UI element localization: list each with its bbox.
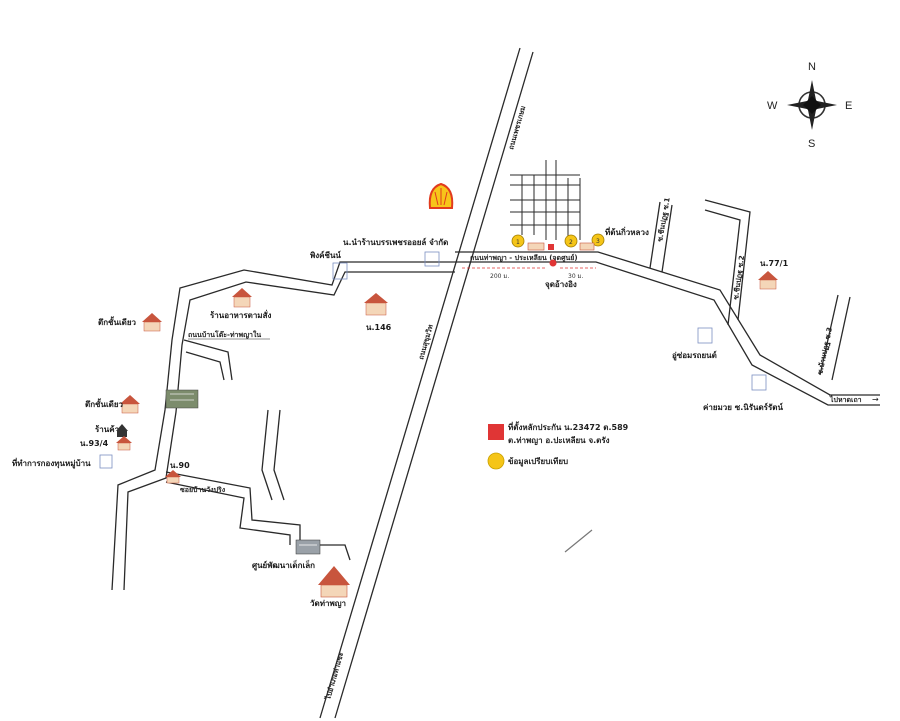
- compass-rose: N S E W: [767, 61, 852, 150]
- legend-site-line2: ต.ท่าพญา อ.ปะเหลียน จ.ตรัง: [508, 435, 610, 446]
- compass-n: N: [808, 61, 816, 73]
- restaurant-house-icon: [232, 288, 252, 308]
- label-pingkhin: พิงค์ชีนน์: [310, 250, 341, 260]
- shophouse-1-icon: [142, 313, 162, 332]
- road-label-village: ถนนบ้านโต๊ะ-ท่าพญาใน: [188, 330, 261, 339]
- west-road-network: [111, 261, 455, 591]
- reference-point-icon: [549, 259, 557, 267]
- school-building-icon: [165, 389, 199, 409]
- road-label-wangpring: ซอยบ้านวังปริง: [180, 485, 226, 494]
- house-93-icon: [116, 436, 132, 451]
- svg-text:2: 2: [569, 239, 573, 246]
- shop-icon: [116, 424, 128, 437]
- scan-artifact: [564, 529, 593, 553]
- shophouse-2-icon: [120, 395, 140, 414]
- road-label-east-end: ไปหาดเถา: [829, 395, 862, 404]
- label-shop: ร้านค้า: [95, 424, 119, 434]
- label-child-center: ศูนย์พัฒนาเด็กเล็ก: [252, 559, 315, 571]
- pingkhin-icon: [332, 262, 348, 280]
- house-146-icon: [364, 293, 388, 316]
- compass-s: S: [808, 138, 815, 150]
- comparable-marker-3[interactable]: 3: [591, 233, 605, 247]
- building-grid: [510, 160, 581, 240]
- label-shophouse-1: ตึกชั้นเดียว: [98, 316, 137, 327]
- main-highway: [319, 47, 534, 719]
- label-motor-shop: อู่ซ่อมรถยนต์: [672, 350, 717, 361]
- label-restaurant: ร้านอาหารตามสั่ง: [210, 309, 271, 320]
- label-house-93: น.93/4: [80, 439, 109, 448]
- label-boxing: ค่ายมวย ซ.นิรันดร์รัตน์: [703, 402, 783, 412]
- label-shophouse-2: ตึกชั้นเดียว: [85, 398, 124, 409]
- motor-shop-icon: [697, 327, 713, 344]
- svg-text:3: 3: [596, 238, 600, 245]
- distance-label-1: 200 ม.: [490, 273, 509, 280]
- cross-road: [455, 251, 880, 406]
- compass-w: W: [767, 100, 778, 112]
- distance-indicator: 200 ม. 30 ม.: [462, 267, 596, 280]
- label-shell-station: น.นำร้านบรรเพชรออยล์ จำกัด: [343, 237, 448, 247]
- label-temple-top: ที่ต้นกิ่วหลวง: [605, 226, 649, 237]
- east-arrow-icon: →: [872, 395, 879, 404]
- svg-text:1: 1: [516, 239, 520, 246]
- shophouse-row-icon: [527, 242, 595, 251]
- label-house-77: น.77/1: [760, 259, 789, 268]
- map-legend: ที่ตั้งหลักประกัน น.23472 ต.589 ต.ท่าพญา…: [487, 421, 629, 470]
- compass-e: E: [845, 100, 852, 112]
- boxing-icon: [751, 374, 767, 391]
- road-label-cross: ถนนท่าพญา - ประเหลียน (จุดศูนย์): [470, 253, 578, 263]
- label-junction: จุดอ้างอิง: [545, 279, 577, 290]
- comparable-marker-2[interactable]: 2: [564, 234, 578, 248]
- shell-station-icon: [424, 251, 440, 267]
- temple-icon: [318, 566, 350, 598]
- label-house-90: น.90: [170, 461, 190, 470]
- legend-site-line1: ที่ตั้งหลักประกัน น.23472 ต.589: [508, 421, 629, 432]
- house-90-icon: [165, 470, 181, 484]
- child-center-icon: [295, 539, 321, 555]
- house-77-icon: [758, 271, 778, 290]
- subject-site-marker[interactable]: [548, 244, 554, 250]
- shell-logo-icon: [428, 182, 454, 209]
- legend-comparable-icon: [487, 452, 505, 470]
- legend-site-icon: [488, 424, 504, 440]
- soi-lanes: [649, 199, 851, 381]
- legend-comparable: ข้อมูลเปรียบเทียบ: [508, 456, 568, 467]
- road-label-soi3: ซ.บ้านปฏฐ ซ.3: [815, 326, 835, 375]
- road-label-soi2: ซ.ชีนปฏฐ ซ.2: [732, 255, 747, 301]
- label-temple: วัดท่าพญา: [310, 599, 346, 609]
- label-village-office: ที่ทำการกองทุนหมู่บ้าน: [12, 457, 91, 469]
- label-house-146: น.146: [366, 323, 392, 332]
- comparable-marker-1[interactable]: 1: [511, 234, 525, 248]
- village-office-icon: [99, 454, 113, 469]
- distance-label-2: 30 ม.: [568, 273, 583, 280]
